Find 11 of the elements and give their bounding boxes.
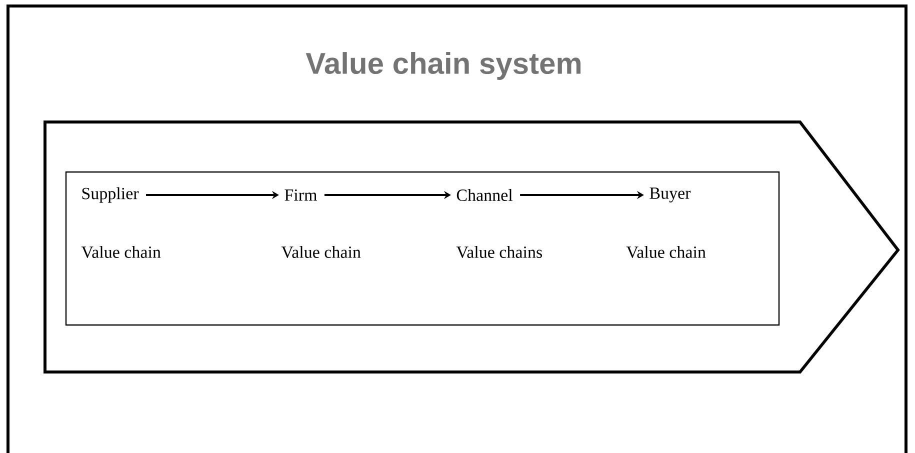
stage-label: Firm bbox=[284, 189, 317, 201]
stage-caption: Value chain bbox=[81, 246, 161, 258]
stage-label: Supplier bbox=[82, 187, 139, 203]
title: Value chain system bbox=[306, 52, 581, 80]
stage-label: Buyer bbox=[650, 188, 691, 202]
stage-label: Channel bbox=[456, 189, 513, 201]
stage-caption: Value chain bbox=[626, 246, 706, 258]
pentagon-arrow bbox=[44, 120, 900, 374]
stage-caption: Value chain bbox=[281, 246, 361, 258]
stage-caption: Value chains bbox=[456, 246, 542, 258]
inner-box bbox=[65, 171, 780, 326]
